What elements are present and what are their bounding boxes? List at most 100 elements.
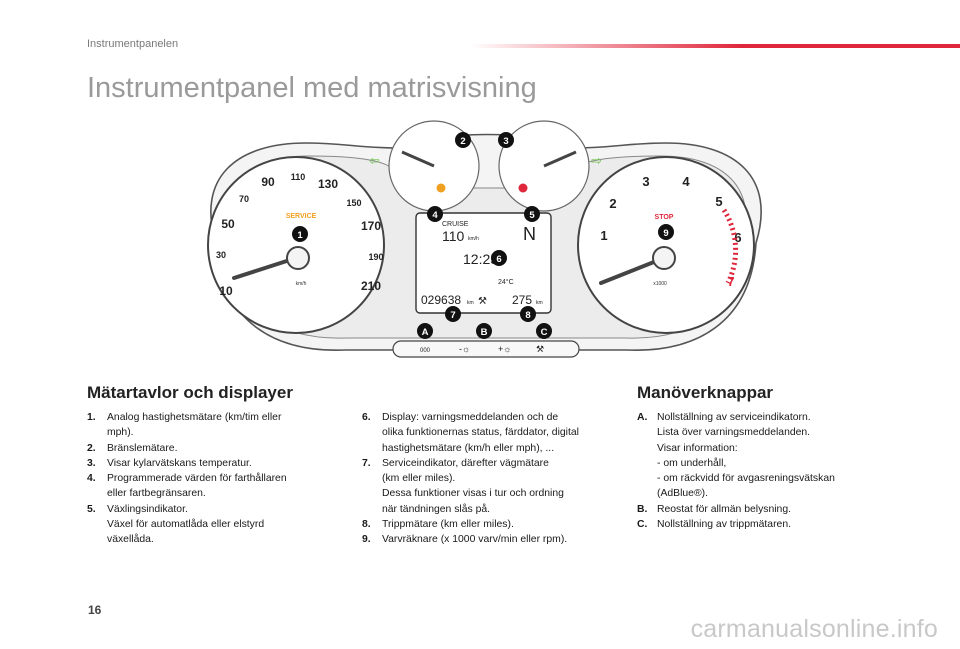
item-number: 5. [87,503,96,515]
watermark: carmanualsonline.info [690,615,938,643]
item-number: A. [637,412,648,423]
list-item: 1. Analog hastighetsmätare (km/tim eller … [87,410,337,441]
rpm-tick-6: 6 [734,230,741,245]
speed-tick-170: 170 [361,219,381,233]
svg-text:3: 3 [503,136,508,147]
svg-text:B: B [481,327,488,338]
callout-A [417,323,433,339]
svg-text:A: A [422,327,429,338]
middle-list: 6. Display: varningsmeddelanden och de ol… [362,410,622,548]
header-accent-bar [470,44,960,48]
trip-unit: km [536,300,543,306]
gear-indicator: N [523,224,536,244]
svg-text:9: 9 [663,228,668,239]
right-heading: Manöverknappar [637,383,774,402]
left-list: 1. Analog hastighetsmätare (km/tim eller … [87,410,337,548]
rpm-tick-7: 7 [727,274,734,289]
item-text: Display: varningsmeddelanden och de olik… [382,412,579,454]
coolant-high-indicator [518,183,528,193]
stop-label: STOP [655,214,674,221]
rpm-tick-1: 1 [600,228,607,243]
rpm-tick-4: 4 [682,174,690,189]
item-number: 9. [362,534,371,546]
list-item: C. Nollställning av trippmätaren. [637,517,897,532]
item-text: Serviceindikator, därefter vägmätare (km… [382,457,564,515]
callout-8 [520,306,536,322]
svg-text:000: 000 [420,348,431,354]
item-number: 1. [87,412,96,423]
callout-7 [445,306,461,322]
item-number: C. [637,519,648,531]
outside-temperature: 24°C [498,278,514,286]
page-number: 16 [88,603,102,617]
item-number: B. [637,503,648,515]
speed-tick-190: 190 [368,252,383,262]
matrix-display [415,212,552,314]
item-text: Reostat för allmän belysning. [657,503,791,515]
speed-tick-50: 50 [221,217,235,231]
svg-text:+☼: +☼ [498,344,512,354]
set-speed-value: 110 [442,228,465,244]
item-text: Nollställning av serviceindikatorn. List… [657,412,835,500]
svg-text:⇨: ⇨ [591,153,602,168]
item-number: 3. [87,457,96,469]
callout-B [476,323,492,339]
rpm-tick-3: 3 [642,174,649,189]
list-item: 5.Växlingsindikator. Växel för automatlå… [87,502,337,548]
speedometer [207,156,385,334]
item-number: 2. [87,442,96,454]
item-text: Varvräknare (x 1000 varv/min eller rpm). [382,534,568,546]
set-speed-unit: km/h [468,236,479,242]
speedometer-needle [232,256,298,280]
speed-ticks: 10 30 50 70 90 110 130 150 170 190 210 [216,172,384,298]
item-text: Programmerade värden för farthållaren el… [107,473,287,500]
page-title: Instrumentpanel med matrisvisning [87,72,537,104]
list-item: 7.Serviceindikator, därefter vägmätare (… [362,456,622,517]
service-label: SERVICE [286,213,317,220]
cruise-label: CRUISE [442,221,469,228]
item-number: 8. [362,519,371,531]
item-text: Trippmätare (km eller miles). [382,519,514,531]
fuel-low-indicator [436,183,446,193]
svg-text:4: 4 [432,210,438,221]
svg-text:8: 8 [525,310,530,321]
speed-tick-70: 70 [239,194,249,204]
callout-4 [427,206,443,222]
speed-tick-10: 10 [219,284,233,298]
callout-1 [292,226,308,242]
svg-text:2: 2 [460,136,465,147]
wrench-icon: ⚒ [478,296,487,307]
item-text: Bränslemätare. [107,442,178,454]
svg-text:1: 1 [297,230,303,241]
clock-display: 12:25 [463,251,498,267]
item-text: Analog hastighetsmätare (km/tim eller mp… [107,412,282,439]
callout-C [536,323,552,339]
trip-value: 275 [512,293,532,307]
callout-3 [498,132,514,148]
speed-tick-150: 150 [346,198,361,208]
list-item: 4. Programmerade värden för farthållaren … [87,471,337,502]
callout-2 [455,132,471,148]
speed-tick-210: 210 [361,279,381,293]
instrument-cluster-illustration: ⇦ ⇨ 10 30 50 70 90 110 130 150 170 190 2… [207,120,762,358]
svg-text:⚒: ⚒ [536,344,544,354]
speed-tick-30: 30 [216,250,226,260]
list-item: 9. Varvräknare (x 1000 varv/min eller rpm… [362,532,622,547]
svg-text:⇦: ⇦ [369,153,380,168]
rpm-ticks: 1 2 3 4 5 6 7 [600,174,741,289]
header-section-label: Instrumentpanelen [87,38,179,50]
svg-text:-☼: -☼ [459,344,470,354]
callout-6 [491,250,507,266]
left-heading: Mätartavlor och displayer [87,383,293,402]
list-item: 2. Bränslemätare. [87,441,337,456]
list-item: 6. Display: varningsmeddelanden och de ol… [362,410,622,456]
item-number: 6. [362,412,371,423]
rpm-unit: x1000 [653,281,667,287]
item-text: Nollställning av trippmätaren. [657,519,791,531]
list-item: 8. Trippmätare (km eller miles). [362,517,622,532]
speed-tick-130: 130 [318,177,338,191]
speed-tick-90: 90 [261,175,275,189]
speed-unit: km/h [296,281,307,287]
rpm-tick-2: 2 [609,196,616,211]
item-number: 4. [87,473,96,485]
